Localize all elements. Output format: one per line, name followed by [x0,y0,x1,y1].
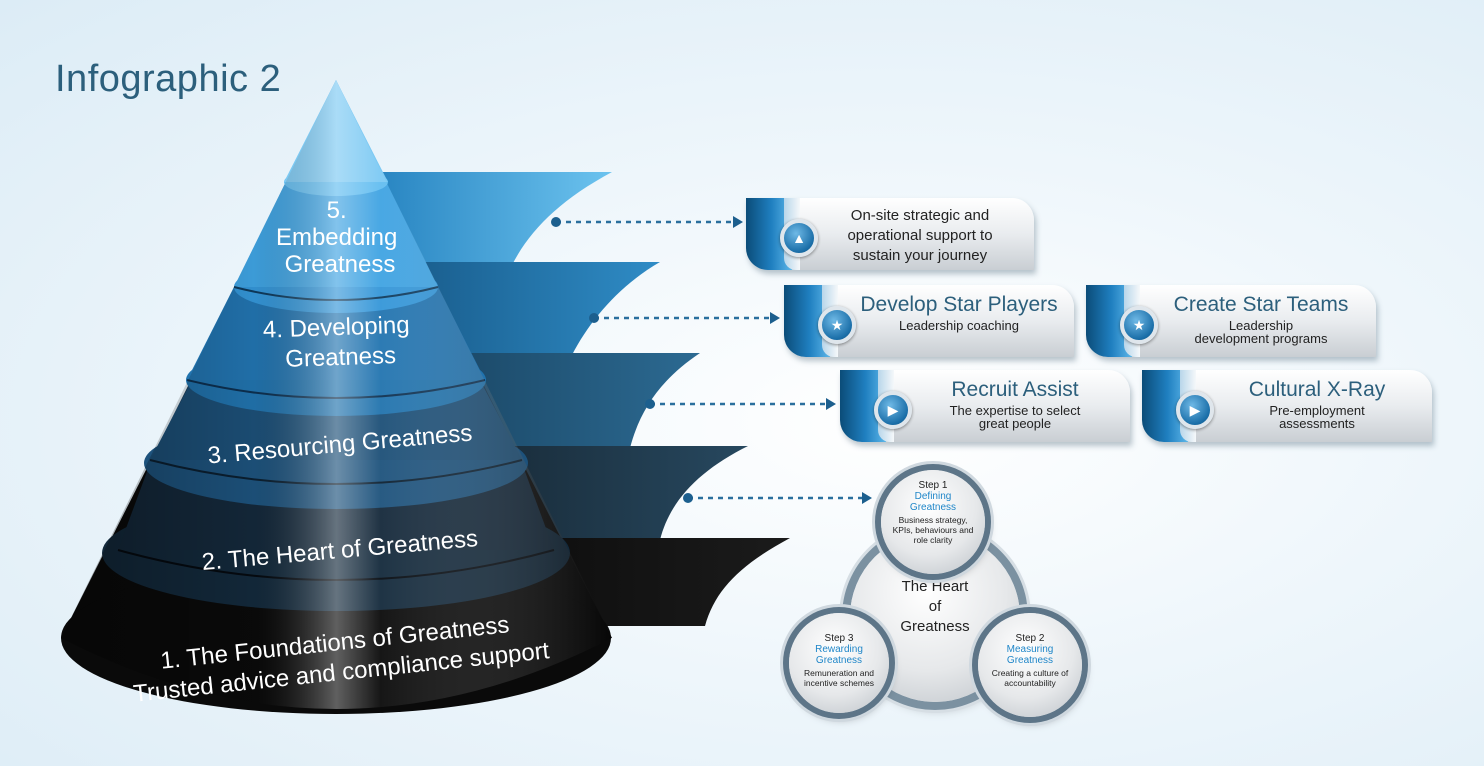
step-3-description: Remuneration and incentive schemes [804,668,874,688]
card-title: Create Star Teams [1173,293,1349,316]
step-2-circle[interactable]: Step 2 Measuring Greatness Creating a cu… [978,613,1082,717]
card-title: Recruit Assist [951,378,1079,401]
card-subtitle: Leadership development programs [1194,318,1328,346]
step-3-number: Step 3 [824,633,854,644]
triangle-icon: ▲ [780,219,818,257]
card-subtitle: The expertise to select great people [949,403,1081,431]
step-3-name: Rewarding Greatness [815,644,863,666]
level-5-label: 5. Embedding Greatness [276,197,404,278]
card-cultural-xray[interactable]: ▶ Cultural X-Ray Pre-employment assessme… [1142,370,1432,442]
card-subtitle: Leadership coaching [899,318,1019,333]
level-4-label: 4. Developing Greatness [262,311,417,373]
card-title: Cultural X-Ray [1248,378,1386,401]
step-1-name: Defining Greatness [909,491,957,513]
card-title: Develop Star Players [860,293,1058,316]
star-icon: ★ [1120,306,1158,344]
step-2-name: Measuring Greatness [1006,644,1054,666]
play-icon: ▶ [874,391,912,429]
card-recruit-assist[interactable]: ▶ Recruit Assist The expertise to select… [840,370,1130,442]
play-icon: ▶ [1176,391,1214,429]
page-title: Infographic 2 [55,58,282,100]
step-1-circle[interactable]: Step 1 Defining Greatness Business strat… [881,470,985,574]
step-2-description: Creating a culture of accountability [991,668,1069,688]
step-1-number: Step 1 [918,480,948,491]
card-create-star-teams[interactable]: ★ Create Star Teams Leadership developme… [1086,285,1376,357]
step-2-number: Step 2 [1015,633,1045,644]
step-3-circle[interactable]: Step 3 Rewarding Greatness Remuneration … [789,613,889,713]
card-develop-star-players[interactable]: ★ Develop Star Players Leadership coachi… [784,285,1074,357]
heart-center-label: The Heart of Greatness [900,578,970,635]
card-subtitle: Pre-employment assessments [1269,403,1365,431]
step-1-description: Business strategy, KPIs, behaviours and … [892,515,974,545]
star-icon: ★ [818,306,856,344]
card-onsite-support[interactable]: ▲ On-site strategic and operational supp… [746,198,1034,270]
card-onsite-body: On-site strategic and operational suppor… [847,207,993,264]
